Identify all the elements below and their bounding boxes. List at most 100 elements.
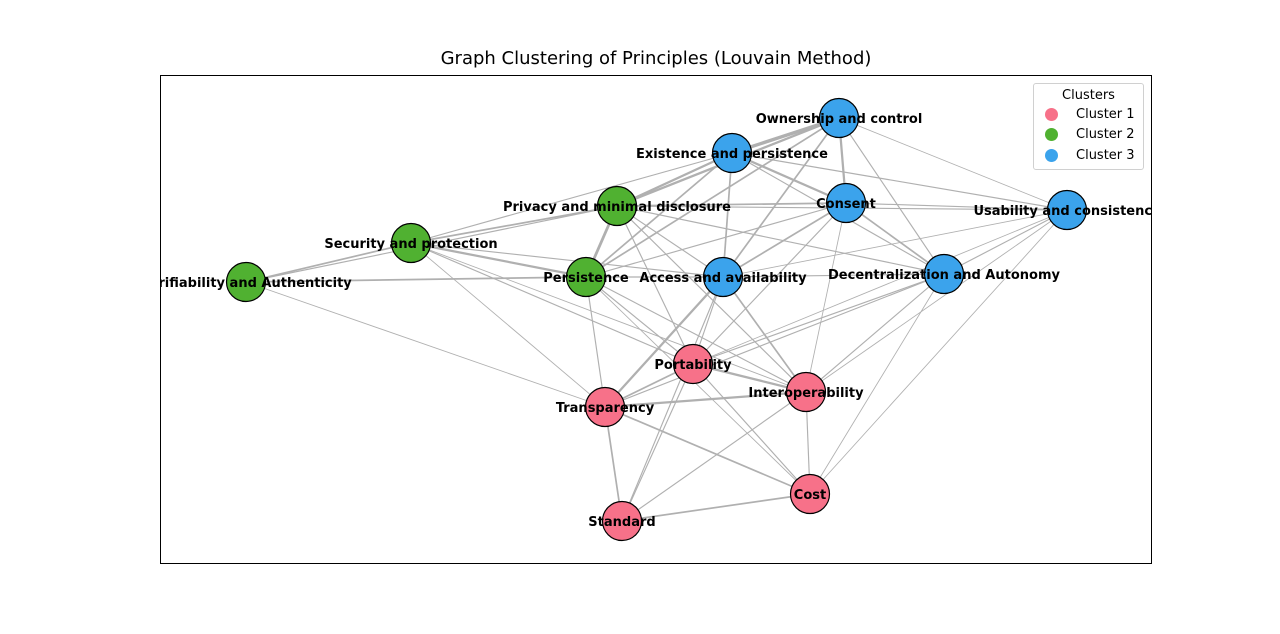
node-privacy[interactable] [596, 185, 638, 227]
legend-label: Cluster 2 [1076, 127, 1135, 143]
legend-label: Cluster 1 [1076, 106, 1135, 122]
node-existence[interactable] [711, 132, 753, 174]
node-label-standard: Standard [588, 515, 655, 530]
edge-existence-consent [731, 151, 847, 205]
node-label-decentral: Decentralization and Autonomy [828, 268, 1060, 283]
edge-security-verifiability [245, 242, 412, 283]
edge-persistence-portability [585, 276, 694, 365]
edge-decentral-portability [692, 273, 945, 365]
edge-decentral-cost [809, 273, 945, 495]
edge-portability-cost [692, 363, 811, 495]
edge-verifiability-privacy [245, 205, 618, 283]
node-standard[interactable] [601, 500, 643, 542]
node-persistence[interactable] [565, 256, 607, 298]
legend: Clusters Cluster 1 Cluster 2 Cluster 3 [1033, 83, 1144, 170]
edge-decentral-usability [943, 209, 1068, 275]
edge-decentral-transparency [604, 273, 945, 408]
edges-layer [245, 116, 1068, 522]
edge-existence-privacy [616, 151, 733, 208]
edge-persistence-cost [585, 276, 811, 495]
node-decentral[interactable] [923, 253, 965, 295]
node-access[interactable] [702, 256, 744, 298]
node-label-cost: Cost [794, 488, 826, 503]
edge-cost-standard [621, 493, 811, 522]
edge-verifiability-transparency [245, 281, 606, 408]
node-label-transparency: Transparency [556, 401, 655, 416]
node-label-portability: Portability [654, 358, 732, 373]
edge-ownership-access [722, 117, 840, 278]
edge-consent-portability [692, 202, 847, 365]
nodes-layer [225, 97, 1088, 542]
edge-access-transparency [604, 276, 724, 408]
edge-consent-persistence [585, 202, 847, 278]
node-usability[interactable] [1046, 189, 1088, 231]
edge-persistence-transparency [585, 276, 606, 408]
edge-consent-decentral [845, 202, 945, 275]
edge-consent-privacy [616, 202, 847, 207]
legend-label: Cluster 3 [1076, 147, 1135, 163]
node-label-consent: Consent [816, 197, 876, 212]
node-label-privacy: Privacy and minimal disclosure [503, 200, 731, 215]
edge-security-interop [410, 242, 807, 393]
legend-marker [1045, 148, 1058, 162]
edge-decentral-interop [805, 273, 945, 393]
node-consent[interactable] [825, 182, 867, 224]
node-portability[interactable] [672, 343, 714, 385]
edge-ownership-decentral [838, 117, 945, 275]
edge-access-decentral [722, 273, 945, 278]
edge-security-access [410, 242, 724, 278]
edge-usability-portability [692, 209, 1068, 365]
node-label-access: Access and availability [639, 271, 807, 286]
node-cost[interactable] [789, 473, 831, 515]
legend-marker [1045, 128, 1058, 142]
node-label-existence: Existence and persistence [636, 147, 828, 162]
legend-entry-cluster-1: Cluster 1 [1034, 104, 1143, 125]
node-label-persistence: Persistence [543, 271, 629, 286]
edge-access-usability [722, 209, 1068, 278]
edge-security-transparency [410, 242, 606, 408]
node-label-ownership: Ownership and control [756, 112, 923, 127]
edge-transparency-cost [604, 406, 811, 495]
edge-usability-interop [805, 209, 1068, 393]
edge-interop-standard [621, 391, 807, 522]
edge-consent-interop [805, 202, 847, 393]
edge-access-standard [621, 276, 724, 522]
edge-existence-security [410, 152, 733, 244]
edge-interop-transparency [604, 390, 807, 409]
edge-privacy-decentral [616, 205, 945, 275]
legend-marker [1045, 107, 1058, 121]
graph-title: Graph Clustering of Principles (Louvain … [440, 48, 872, 69]
legend-entry-cluster-2: Cluster 2 [1034, 125, 1143, 146]
legend-title: Clusters [1062, 88, 1115, 103]
node-label-security: Security and protection [324, 237, 497, 252]
node-interop[interactable] [785, 371, 827, 413]
node-label-usability: Usability and consistency [973, 204, 1152, 219]
node-transparency[interactable] [584, 386, 626, 428]
edge-privacy-portability [616, 205, 694, 365]
edge-privacy-security [410, 205, 618, 244]
node-label-interop: Interoperability [748, 386, 864, 401]
edge-existence-usability [731, 152, 1068, 211]
edge-verifiability-persistence [245, 276, 587, 283]
node-verifiability[interactable] [225, 261, 267, 303]
edge-usability-cost [809, 209, 1068, 495]
edge-consent-access [722, 202, 847, 278]
legend-entry-cluster-3: Cluster 3 [1034, 145, 1143, 166]
edge-ownership-persistence [585, 117, 840, 278]
edge-persistence-interop [585, 276, 807, 393]
node-security[interactable] [390, 222, 432, 264]
node-ownership[interactable] [818, 97, 860, 139]
edge-ownership-usability [838, 117, 1068, 211]
edge-privacy-access [616, 205, 724, 278]
node-label-verifiability: Verifiability and Authenticity [161, 276, 352, 291]
edge-security-persistence [410, 241, 587, 279]
edge-security-portability [410, 242, 694, 365]
edge-consent-usability [845, 202, 1068, 211]
edge-existence-access [722, 152, 733, 278]
edge-privacy-interop [616, 205, 807, 393]
edge-portability-standard [621, 363, 694, 522]
